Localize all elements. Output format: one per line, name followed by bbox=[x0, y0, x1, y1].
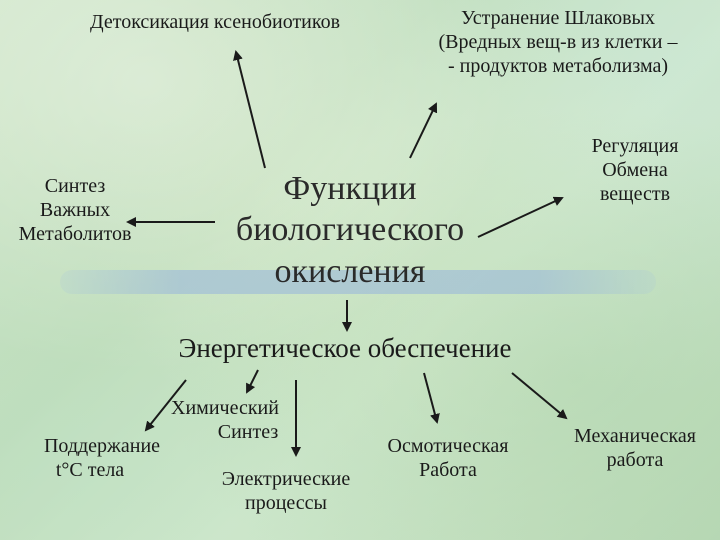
chemical-synthesis-line-2: Синтез bbox=[217, 421, 279, 443]
temperature-label: Поддержание t°C тела bbox=[22, 434, 182, 482]
center-title-line-1: Функции bbox=[283, 170, 417, 207]
electrical-processes-label: Электрические процессы bbox=[200, 467, 372, 515]
arrow-to-chemical-synthesis bbox=[246, 369, 259, 394]
mechanical-work-line-2: работа bbox=[606, 449, 664, 471]
regulation-label: Регуляция Обмена веществ bbox=[560, 134, 710, 206]
waste-removal-line-1: Устранение Шлаковых bbox=[461, 7, 655, 29]
center-title-line-3: окисления bbox=[274, 252, 426, 290]
arrow-to-osmotic bbox=[423, 372, 440, 424]
mechanical-work-label: Механическая работа bbox=[550, 424, 720, 472]
regulation-line-2: Обмена bbox=[602, 159, 668, 181]
waste-removal-line-2: (Вредных вещ-в из клетки – bbox=[438, 31, 678, 53]
osmotic-work-label: Осмотическая Работа bbox=[362, 434, 534, 482]
arrow-to-temperature bbox=[144, 379, 187, 432]
regulation-line-1: Регуляция bbox=[591, 135, 679, 157]
metabolite-synthesis-label: Синтез Важных Метаболитов bbox=[0, 174, 150, 246]
chemical-synthesis-line-1: Химический bbox=[171, 397, 279, 419]
metabolite-synthesis-line-2: Важных bbox=[39, 199, 111, 221]
osmotic-work-line-1: Осмотическая bbox=[387, 435, 509, 457]
arrow-to-detox bbox=[233, 50, 266, 169]
energy-supply-text: Энергетическое обеспечение bbox=[178, 333, 512, 363]
arrow-to-mechanical bbox=[511, 372, 568, 420]
electrical-processes-line-1: Электрические bbox=[221, 468, 351, 490]
osmotic-work-line-2: Работа bbox=[419, 459, 477, 481]
regulation-line-3: веществ bbox=[599, 183, 671, 205]
temperature-line-2: t°C тела bbox=[55, 459, 125, 481]
chemical-synthesis-label: Химический Синтез bbox=[145, 396, 305, 444]
decorative-band bbox=[60, 270, 656, 294]
metabolite-synthesis-line-1: Синтез bbox=[44, 175, 106, 197]
electrical-processes-line-2: процессы bbox=[245, 492, 327, 514]
waste-removal-label: Устранение Шлаковых (Вредных вещ-в из кл… bbox=[396, 6, 720, 78]
center-title-line-2: биологического bbox=[235, 211, 465, 249]
temperature-line-1: Поддержание bbox=[43, 435, 161, 457]
energy-supply-label: Энергетическое обеспечение bbox=[130, 332, 560, 364]
mechanical-work-line-1: Механическая bbox=[574, 425, 696, 447]
detoxification-label: Детоксикация ксенобиотиков bbox=[50, 10, 380, 34]
metabolite-synthesis-line-3: Метаболитов bbox=[18, 223, 132, 245]
arrow-to-waste-removal bbox=[409, 102, 438, 159]
waste-removal-line-3: - продуктов метаболизма) bbox=[448, 55, 668, 77]
center-title: Функции биологического окисления bbox=[210, 168, 490, 292]
arrow-to-regulation bbox=[477, 196, 564, 238]
detoxification-text: Детоксикация ксенобиотиков bbox=[89, 11, 341, 33]
